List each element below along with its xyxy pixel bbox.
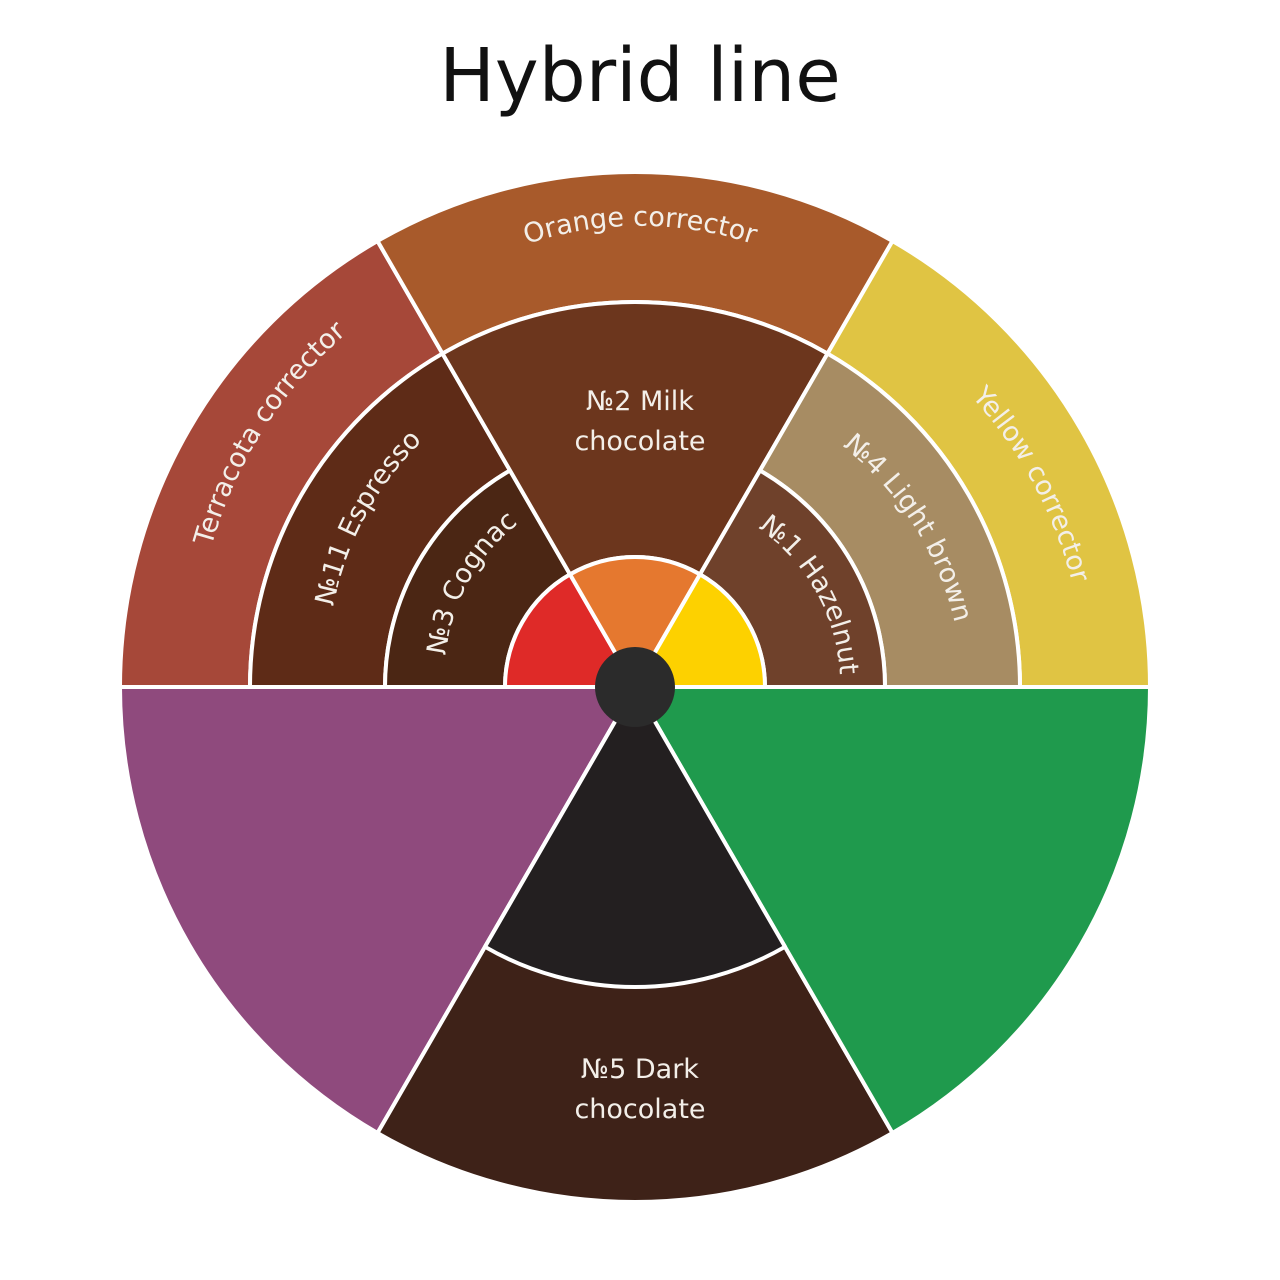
- label-dark-chocolate-line2: chocolate: [574, 1094, 705, 1125]
- label-dark-chocolate-line1: №5 Dark: [581, 1054, 699, 1085]
- segment-green: [633, 685, 1152, 1135]
- segment-black-wedge: [483, 685, 787, 989]
- label-milk-chocolate-line1: №2 Milk: [586, 386, 694, 417]
- label-milk-chocolate-line2: chocolate: [574, 426, 705, 457]
- page-title: Hybrid line: [439, 33, 841, 119]
- segment-purple: [118, 685, 637, 1135]
- center-hub: [595, 647, 675, 727]
- segment-orange: [568, 555, 702, 689]
- segment-red: [503, 572, 637, 689]
- segment-yellow: [633, 572, 767, 689]
